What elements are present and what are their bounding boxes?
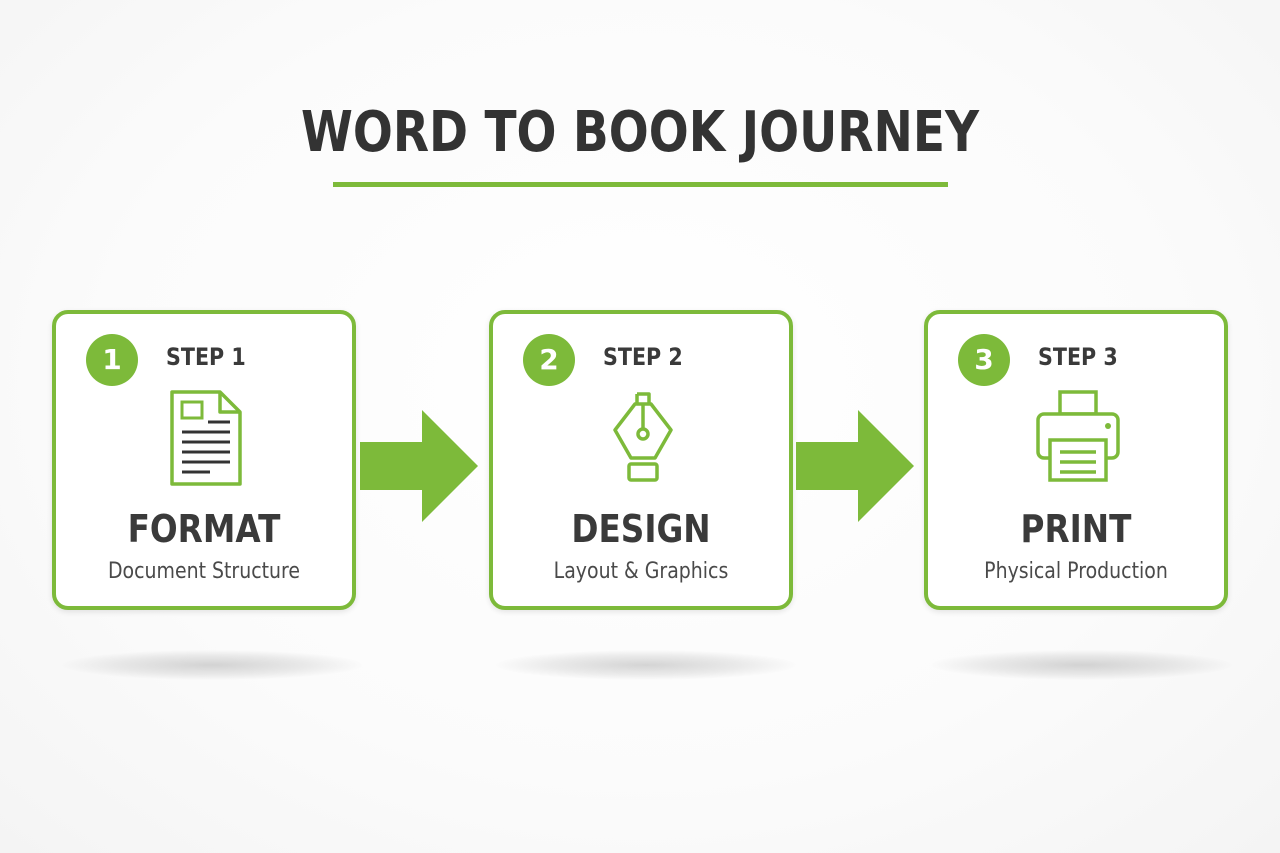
step-3-shadow (932, 650, 1232, 680)
pen-nib-icon (613, 392, 673, 482)
step-2-title: DESIGN (571, 507, 711, 551)
diagram-title: WORD TO BOOK JOURNEY (300, 100, 980, 165)
step-1-shadow (62, 650, 362, 680)
step-2-subtitle: Layout & Graphics (553, 559, 729, 584)
step-2-shadow (496, 650, 796, 680)
arrow-right-icon (360, 410, 478, 522)
step-1-title: FORMAT (127, 507, 281, 551)
step-1-subtitle: Document Structure (107, 559, 301, 584)
document-icon (170, 390, 242, 486)
step-3-title: PRINT (1020, 507, 1132, 551)
step-3-label: STEP 3 (1038, 343, 1118, 371)
title-underline (333, 182, 948, 187)
step-1-label: STEP 1 (166, 343, 246, 371)
step-3-subtitle: Physical Production (984, 559, 1168, 584)
step-2-card: 2 STEP 2 DESIGN Layout & Graphics (489, 310, 793, 610)
step-1-number-badge: 1 (86, 334, 138, 386)
arrow-right-icon (796, 410, 914, 522)
step-2-number-badge: 2 (523, 334, 575, 386)
step-3-card: 3 STEP 3 PRINT Physical Production (924, 310, 1228, 610)
step-3-number-badge: 3 (958, 334, 1010, 386)
step-1-card: 1 STEP 1 FORMAT Document Structure (52, 310, 356, 610)
printer-icon (1036, 390, 1120, 482)
step-2-label: STEP 2 (603, 343, 683, 371)
